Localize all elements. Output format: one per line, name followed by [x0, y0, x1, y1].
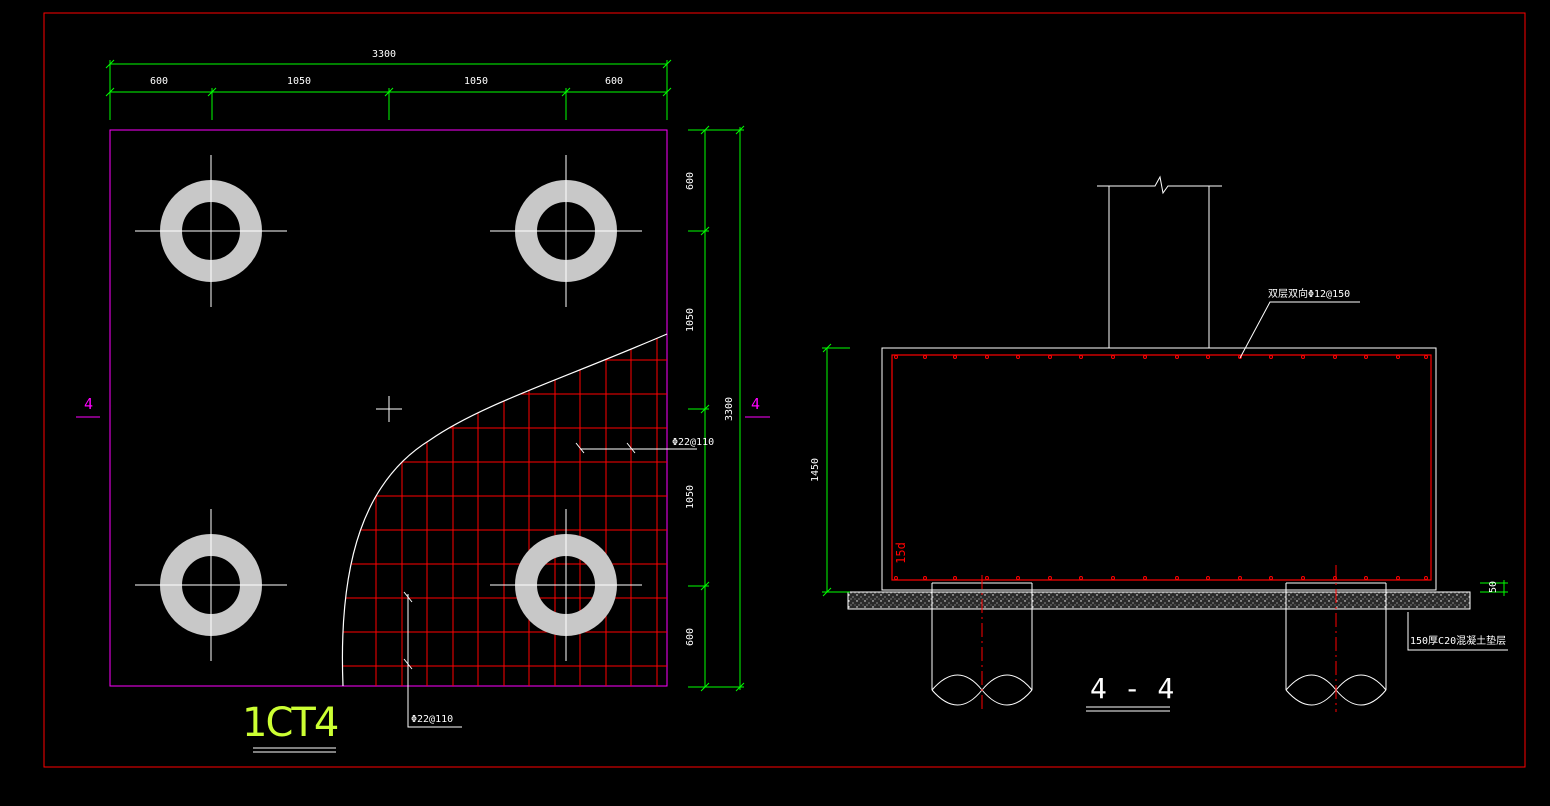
cutaway-boundary	[341, 333, 668, 687]
plan-dim-right-1: 600	[685, 171, 697, 191]
plan-dim-right-overall: 3300	[724, 396, 736, 422]
section-height-label: 1450	[810, 457, 822, 483]
pile-bottom-right	[490, 509, 642, 661]
concrete-cushion	[847, 591, 1471, 610]
pile-cap-outline	[109, 129, 668, 687]
pile-top-right	[490, 155, 642, 307]
plan-title: 1CT4	[242, 700, 339, 746]
section-pile-right	[1285, 565, 1387, 712]
rebar-leaders	[403, 442, 697, 728]
section-title-underline	[1086, 706, 1170, 712]
section-anchor-label: 15d	[893, 542, 908, 564]
pile-bottom-left	[135, 509, 287, 661]
section-cover-dimension	[1480, 580, 1508, 596]
section-view	[822, 175, 1508, 712]
top-rebar-leader	[1239, 301, 1360, 359]
section-title: 4 - 4	[1090, 672, 1175, 705]
plan-dim-right-4: 600	[685, 627, 697, 647]
section-mark-right: 4	[751, 395, 761, 413]
section-top-rebar-label: 双层双向Φ12@150	[1268, 289, 1351, 300]
section-pile-left	[931, 575, 1033, 712]
drawing-frame	[43, 12, 1526, 768]
plan-dim-right-2: 1050	[685, 307, 697, 333]
plan-dim-top-1: 600	[150, 76, 169, 87]
plan-rebar-label-1: Φ22@110	[672, 437, 715, 448]
plan-rebar-grid	[342, 334, 667, 686]
plan-top-dimensions	[105, 59, 672, 120]
section-rebar-dots	[894, 355, 1428, 580]
plan-rebar-label-2: Φ22@110	[411, 714, 454, 725]
plan-title-underline	[253, 747, 336, 753]
plan-dim-top-2: 1050	[287, 76, 312, 87]
section-rebar-cage	[891, 354, 1432, 581]
center-mark	[376, 396, 402, 422]
section-height-dimension	[822, 343, 850, 597]
plan-view	[76, 59, 770, 753]
cushion-leader	[1407, 612, 1508, 651]
section-cushion-label: 150厚C20混凝土垫层	[1410, 636, 1507, 647]
section-mark-left: 4	[84, 395, 94, 413]
plan-dim-top-4: 600	[605, 76, 624, 87]
section-cap-outline	[881, 347, 1437, 591]
plan-dim-right-3: 1050	[685, 484, 697, 510]
plan-dim-top-3: 1050	[464, 76, 489, 87]
section-cover-label: 50	[1488, 580, 1500, 594]
pile-top-left	[135, 155, 287, 307]
column	[1097, 175, 1222, 348]
plan-dim-top-overall: 3300	[372, 49, 397, 60]
plan-right-dimensions	[688, 125, 745, 692]
